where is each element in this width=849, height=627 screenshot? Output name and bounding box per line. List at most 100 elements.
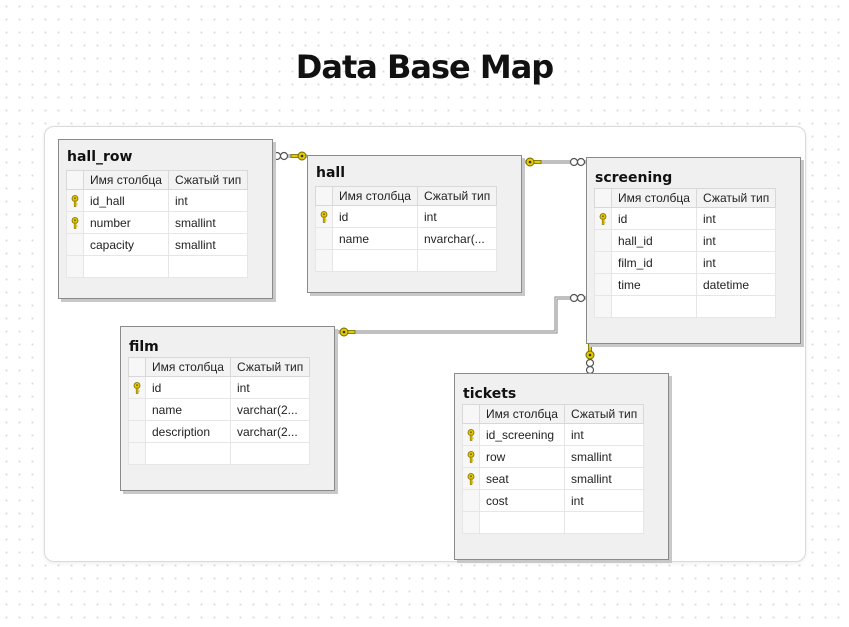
many-end-icon: [272, 151, 289, 161]
grid-header-row: Имя столбца Сжатый тип: [594, 188, 777, 208]
table-screening[interactable]: screening Имя столбца Сжатый тип id int …: [586, 157, 801, 344]
table-row[interactable]: number smallint: [66, 211, 249, 234]
column-name: hall_id: [611, 229, 697, 252]
table-row[interactable]: description varchar(2...: [128, 420, 311, 443]
column-type-header: Сжатый тип: [695, 188, 777, 208]
row-selector: [462, 467, 480, 490]
row-selector: [66, 189, 84, 212]
column-type: int: [563, 423, 645, 446]
column-type: int: [695, 229, 777, 252]
primary-key-icon: [71, 217, 79, 230]
selector-header: [462, 404, 480, 424]
column-name: id: [611, 207, 697, 230]
table-row[interactable]: seat smallint: [462, 467, 645, 490]
one-end-key-icon: [290, 151, 307, 161]
page-title: Data Base Map: [295, 48, 554, 86]
table-film[interactable]: film Имя столбца Сжатый тип id int name …: [120, 326, 335, 491]
selector-header: [128, 357, 146, 377]
column-name: time: [611, 273, 697, 296]
row-selector: [594, 229, 612, 252]
grid-header-row: Имя столбца Сжатый тип: [128, 357, 311, 377]
table-title: screening: [595, 170, 673, 186]
row-selector: [594, 207, 612, 230]
row-selector: [594, 295, 612, 318]
table-title: tickets: [463, 386, 517, 402]
grid-header-row: Имя столбца Сжатый тип: [66, 170, 249, 190]
primary-key-icon: [467, 429, 475, 442]
table-title: hall: [316, 165, 346, 181]
table-row[interactable]: id_hall int: [66, 189, 249, 212]
column-name-header: Имя столбца: [332, 186, 418, 206]
row-selector: [128, 398, 146, 421]
column-name-header: Имя столбца: [479, 404, 565, 424]
table-title: film: [129, 339, 159, 355]
column-name-header: Имя столбца: [611, 188, 697, 208]
grid-header-row: Имя столбца Сжатый тип: [315, 186, 498, 206]
row-selector: [594, 273, 612, 296]
table-hall[interactable]: hall Имя столбца Сжатый тип id int name …: [307, 155, 522, 293]
selector-header: [66, 170, 84, 190]
column-type: smallint: [563, 445, 645, 468]
column-grid: Имя столбца Сжатый тип id int hall_id in…: [594, 188, 777, 318]
empty-row[interactable]: [594, 295, 777, 318]
column-name: id_hall: [83, 189, 169, 212]
column-type: smallint: [563, 467, 645, 490]
table-row[interactable]: row smallint: [462, 445, 645, 468]
column-name: id: [332, 205, 418, 228]
column-grid: Имя столбца Сжатый тип id int name nvarc…: [315, 186, 498, 272]
primary-key-icon: [133, 382, 141, 395]
table-row[interactable]: time datetime: [594, 273, 777, 296]
primary-key-icon: [71, 195, 79, 208]
empty-row[interactable]: [66, 255, 249, 278]
row-selector: [462, 423, 480, 446]
row-selector: [66, 233, 84, 256]
column-name: id_screening: [479, 423, 565, 446]
column-grid: Имя столбца Сжатый тип id_hall int numbe…: [66, 170, 249, 278]
row-selector: [66, 255, 84, 278]
column-type: datetime: [695, 273, 777, 296]
one-end-key-icon: [525, 157, 542, 167]
column-name: film_id: [611, 251, 697, 274]
row-selector: [315, 249, 333, 272]
table-row[interactable]: name nvarchar(...: [315, 227, 498, 250]
relationship-hall_row-hall: [272, 151, 307, 161]
selector-header: [594, 188, 612, 208]
relationship-screening-tickets: [585, 343, 595, 375]
column-type: int: [229, 376, 311, 399]
column-name-header: Имя столбца: [83, 170, 169, 190]
primary-key-icon: [599, 213, 607, 226]
table-row[interactable]: hall_id int: [594, 229, 777, 252]
column-name-header: Имя столбца: [145, 357, 231, 377]
grid-header-row: Имя столбца Сжатый тип: [462, 404, 645, 424]
column-type-header: Сжатый тип: [229, 357, 311, 377]
table-row[interactable]: id_screening int: [462, 423, 645, 446]
row-selector: [128, 420, 146, 443]
column-type-header: Сжатый тип: [167, 170, 249, 190]
primary-key-icon: [320, 211, 328, 224]
table-hall_row[interactable]: hall_row Имя столбца Сжатый тип id_hall …: [58, 139, 273, 299]
table-row[interactable]: cost int: [462, 489, 645, 512]
empty-row[interactable]: [462, 511, 645, 534]
table-row[interactable]: id int: [315, 205, 498, 228]
column-type: int: [695, 251, 777, 274]
row-selector: [462, 445, 480, 468]
table-row[interactable]: capacity smallint: [66, 233, 249, 256]
table-row[interactable]: name varchar(2...: [128, 398, 311, 421]
relationship-hall-screening: [521, 157, 586, 167]
primary-key-icon: [467, 451, 475, 464]
table-row[interactable]: id int: [128, 376, 311, 399]
column-type-header: Сжатый тип: [416, 186, 498, 206]
table-row[interactable]: film_id int: [594, 251, 777, 274]
relationship-film-screening: [333, 293, 586, 337]
empty-row[interactable]: [128, 442, 311, 465]
column-name: capacity: [83, 233, 169, 256]
table-row[interactable]: id int: [594, 207, 777, 230]
column-name: description: [145, 420, 231, 443]
table-title: hall_row: [67, 149, 133, 165]
table-tickets[interactable]: tickets Имя столбца Сжатый тип id_screen…: [454, 373, 669, 560]
column-type: nvarchar(...: [416, 227, 498, 250]
column-type: int: [416, 205, 498, 228]
empty-row[interactable]: [315, 249, 498, 272]
row-selector: [315, 205, 333, 228]
column-type: int: [695, 207, 777, 230]
